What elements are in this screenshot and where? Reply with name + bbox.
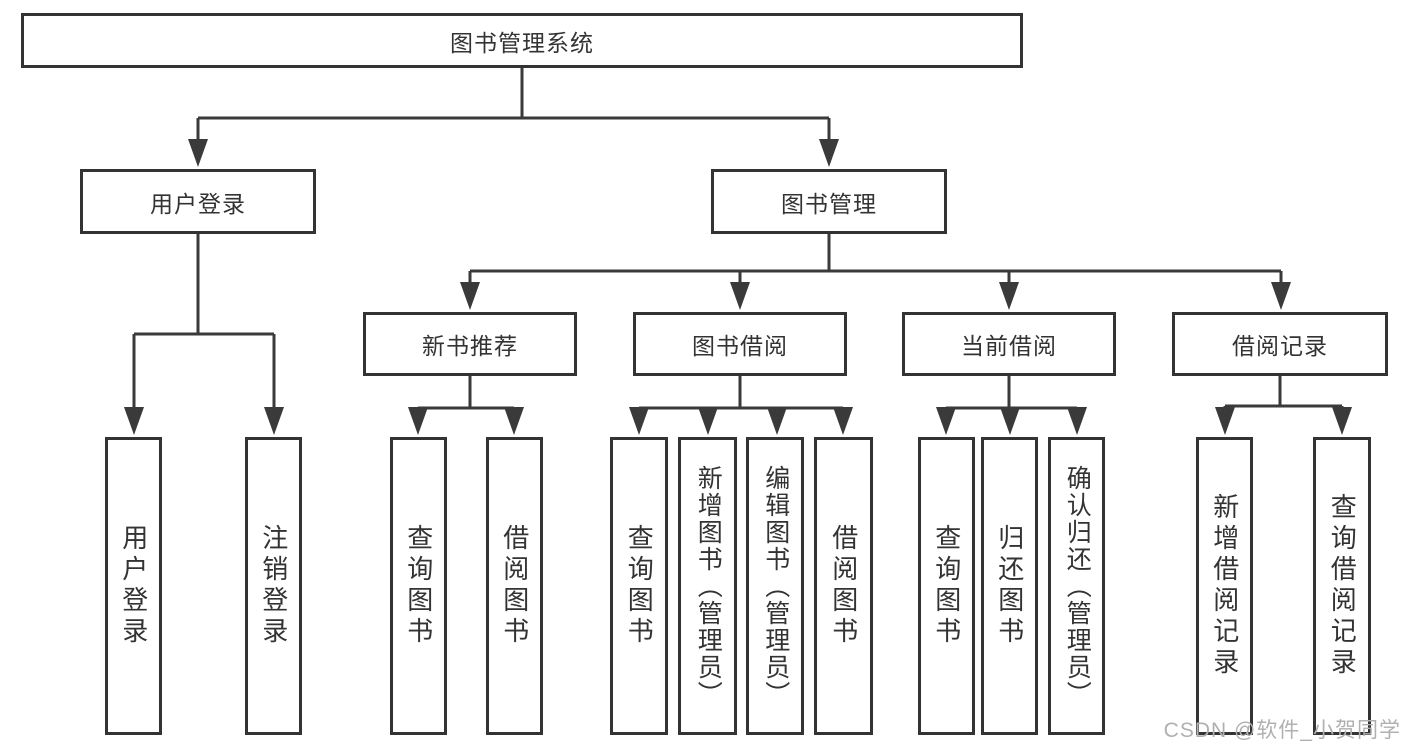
connector-user-login-to-leaves <box>132 233 276 410</box>
leaf-confirm-return-admin: 确认归还（管理员） <box>1048 437 1105 735</box>
arrowhead <box>460 282 480 310</box>
node-borrow-records-label: 借阅记录 <box>1232 333 1328 359</box>
leaf-user-login: 用户登录 <box>105 437 162 735</box>
leaf-query-books-borrow-label: 查询图书 <box>624 524 655 648</box>
leaf-logout-label: 注销登录 <box>258 524 289 648</box>
arrowhead <box>629 407 649 435</box>
arrowhead <box>1215 407 1235 435</box>
node-user-login-label: 用户登录 <box>150 190 246 217</box>
arrowhead <box>730 282 750 310</box>
arrowhead <box>936 407 956 435</box>
leaf-query-books-current: 查询图书 <box>918 437 975 735</box>
leaf-add-borrow-record-label: 新增借阅记录 <box>1209 493 1240 679</box>
arrowhead <box>1000 407 1020 435</box>
arrowhead <box>819 139 839 167</box>
node-book-management: 图书管理 <box>711 169 947 234</box>
leaf-user-login-label: 用户登录 <box>118 524 149 648</box>
node-new-book-recommend: 新书推荐 <box>363 312 577 376</box>
node-root: 图书管理系统 <box>21 13 1023 68</box>
arrowhead <box>504 407 524 435</box>
arrowhead <box>264 407 284 435</box>
leaf-query-books-current-label: 查询图书 <box>931 524 962 648</box>
leaf-add-borrow-record: 新增借阅记录 <box>1196 437 1253 735</box>
arrowhead <box>1271 282 1291 310</box>
arrowhead <box>999 282 1019 310</box>
arrowhead <box>767 407 787 435</box>
node-root-label: 图书管理系统 <box>450 29 594 56</box>
leaf-return-books: 归还图书 <box>981 437 1038 735</box>
node-new-book-recommend-label: 新书推荐 <box>422 333 518 359</box>
leaf-query-books-recommend-label: 查询图书 <box>403 524 434 648</box>
leaf-return-books-label: 归还图书 <box>994 524 1025 648</box>
connector-book-mgmt-to-level3 <box>468 233 1283 285</box>
node-book-management-label: 图书管理 <box>781 190 877 217</box>
leaf-add-books-admin-label: 新增图书（管理员） <box>694 464 723 708</box>
connector-root-to-level2 <box>196 67 831 142</box>
leaf-borrow-books-recommend: 借阅图书 <box>486 437 543 735</box>
arrowhead <box>1067 407 1087 435</box>
connector-recommend-to-leaves <box>416 376 516 414</box>
leaf-confirm-return-admin-label: 确认归还（管理员） <box>1063 464 1092 708</box>
arrowhead <box>698 407 718 435</box>
connector-borrow-to-leaves <box>637 376 845 414</box>
arrowhead <box>408 407 428 435</box>
csdn-watermark: CSDN @软件_小贺同学 <box>1163 719 1401 742</box>
leaf-query-borrow-record-label: 查询借阅记录 <box>1327 493 1358 679</box>
leaf-query-books-borrow: 查询图书 <box>610 437 668 735</box>
connector-records-to-leaves <box>1223 376 1344 414</box>
node-book-borrow: 图书借阅 <box>633 312 847 376</box>
node-user-login: 用户登录 <box>80 169 316 234</box>
arrowhead <box>188 139 208 167</box>
leaf-query-books-recommend: 查询图书 <box>390 437 447 735</box>
arrowhead <box>833 407 853 435</box>
leaf-borrow-books-recommend-label: 借阅图书 <box>499 524 530 648</box>
arrowheads <box>124 139 1352 435</box>
leaf-add-books-admin: 新增图书（管理员） <box>678 437 737 735</box>
leaf-edit-books-admin-label: 编辑图书（管理员） <box>761 464 790 708</box>
leaf-logout: 注销登录 <box>245 437 302 735</box>
node-borrow-records: 借阅记录 <box>1172 312 1388 376</box>
arrowhead <box>124 407 144 435</box>
arrowhead <box>1332 407 1352 435</box>
node-book-borrow-label: 图书借阅 <box>692 333 788 359</box>
node-current-borrow-label: 当前借阅 <box>961 333 1057 359</box>
leaf-edit-books-admin: 编辑图书（管理员） <box>746 437 804 735</box>
node-current-borrow: 当前借阅 <box>902 312 1116 376</box>
leaf-borrow-books-label: 借阅图书 <box>828 524 859 648</box>
leaf-borrow-books: 借阅图书 <box>814 437 873 735</box>
leaf-query-borrow-record: 查询借阅记录 <box>1313 437 1371 735</box>
